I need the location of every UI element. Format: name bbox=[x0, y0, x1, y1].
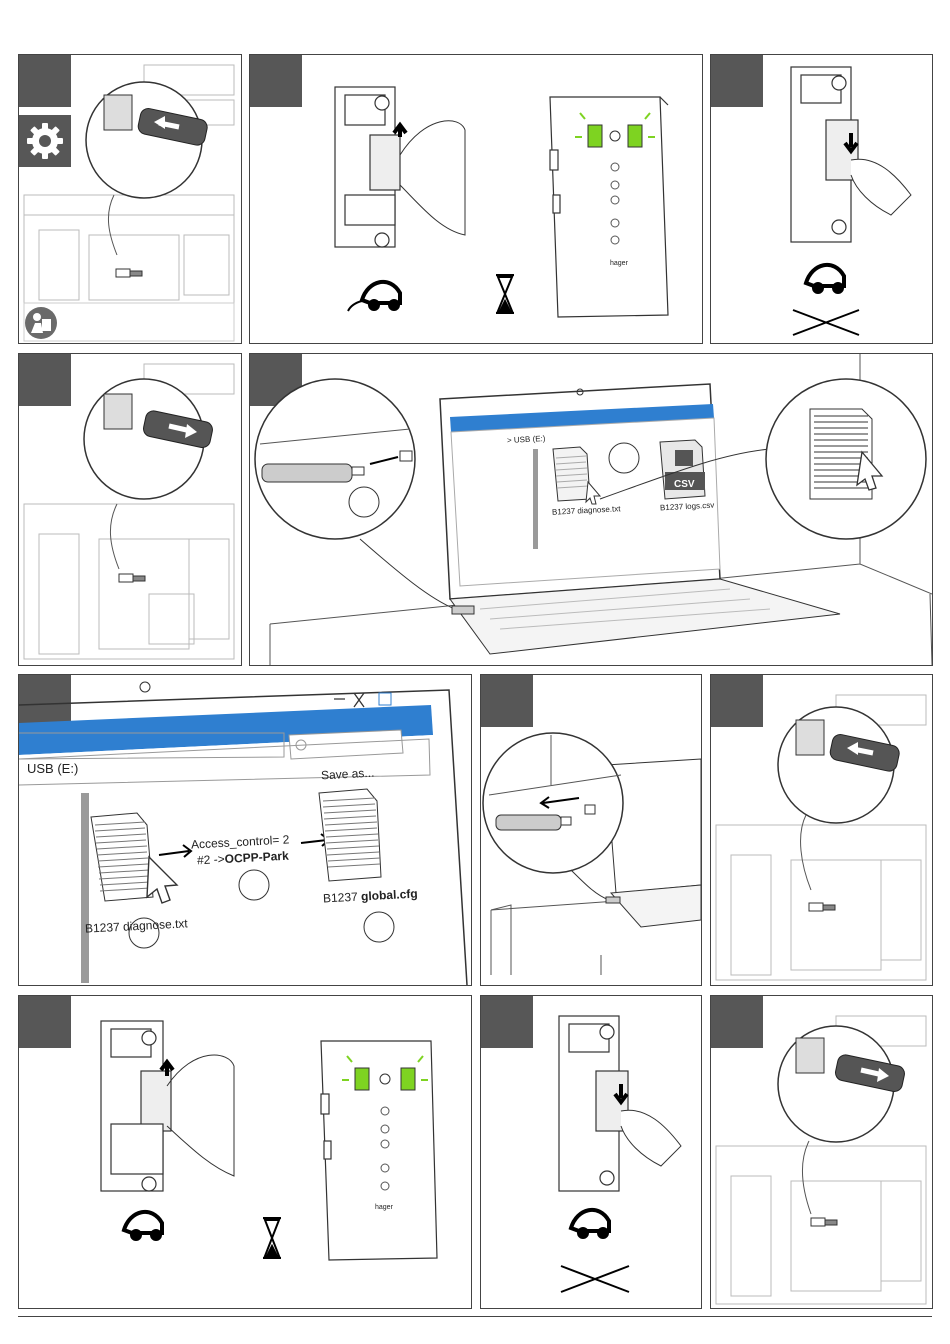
footer-rule bbox=[18, 1316, 932, 1317]
manual-reader-icon bbox=[25, 307, 57, 339]
cross-icon bbox=[561, 1266, 629, 1292]
panel-step-11 bbox=[710, 995, 933, 1309]
ev-car-plug-icon bbox=[806, 265, 844, 292]
csv-badge: CSV bbox=[674, 479, 695, 490]
ev-car-plug-icon bbox=[124, 1212, 162, 1239]
hourglass-icon bbox=[496, 275, 514, 313]
hourglass-icon bbox=[263, 1218, 281, 1258]
panel-step-1 bbox=[18, 54, 242, 344]
edit-line-2-prefix: #2 -> bbox=[197, 852, 225, 867]
save-as-label[interactable]: Save as... bbox=[321, 766, 375, 783]
panel-step-2: hager bbox=[249, 54, 703, 344]
ev-car-plug-icon bbox=[571, 1210, 609, 1237]
brand-logo: hager bbox=[375, 1204, 393, 1211]
panel-step-10 bbox=[480, 995, 702, 1309]
target-file-name: global.cfg bbox=[361, 887, 418, 904]
panel-step-6: USB (E:) Save as... Access_control= 2 #2… bbox=[18, 674, 472, 986]
ev-car-plug-icon bbox=[348, 282, 400, 311]
panel-step-4 bbox=[18, 353, 242, 666]
explorer-path: USB (E:) bbox=[27, 761, 78, 776]
panel-step-8 bbox=[710, 674, 933, 986]
panel-step-7 bbox=[480, 674, 702, 986]
panel-step-5: > USB (E:) B1237 diagnose.txt B1237 logs… bbox=[249, 353, 933, 666]
panel-step-3 bbox=[710, 54, 933, 344]
cross-icon bbox=[793, 310, 859, 335]
panel-step-9: hager bbox=[18, 995, 472, 1309]
target-file-prefix: B1237 bbox=[323, 889, 362, 905]
brand-logo: hager bbox=[610, 260, 628, 267]
